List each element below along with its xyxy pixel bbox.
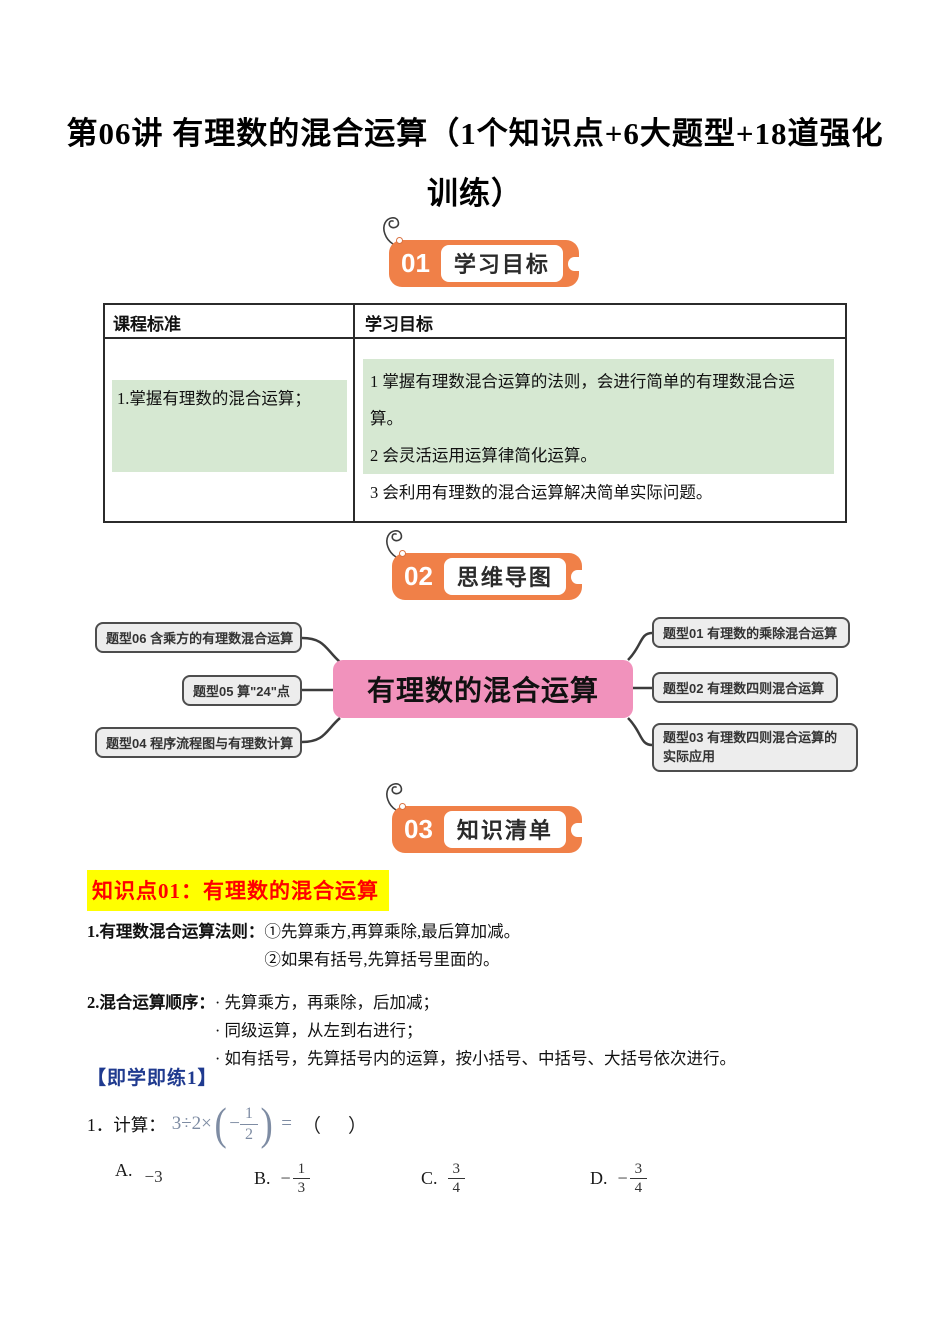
cell-course-standard: 1.掌握有理数的混合运算； bbox=[105, 339, 355, 521]
option-d-letter: D. bbox=[590, 1168, 608, 1188]
pin-dot bbox=[399, 803, 406, 810]
knowledge-point-heading: 知识点01：有理数的混合运算 bbox=[87, 870, 389, 911]
option-d-numerator: 3 bbox=[629, 1160, 648, 1179]
option-d-value: − 3 4 bbox=[618, 1160, 648, 1197]
knowledge-rules: 1.有理数混合运算法则： ①先算乘方,再算乘除,最后算加减。 ②如果有括号,先算… bbox=[87, 918, 887, 1073]
rule2-label: 2.混合运算顺序： bbox=[87, 993, 215, 1012]
rule-mixed-operation-law: 1.有理数混合运算法则： ①先算乘方,再算乘除,最后算加减。 ②如果有括号,先算… bbox=[87, 918, 887, 974]
pin-dot bbox=[396, 237, 403, 244]
rule2-items: · 先算乘方，再乘除，后加减； · 同级运算，从左到右进行； · 如有括号，先算… bbox=[215, 989, 736, 1073]
rule-operation-order: 2.混合运算顺序： · 先算乘方，再乘除，后加减； · 同级运算，从左到右进行；… bbox=[87, 989, 887, 1073]
objectives-table: 课程标准 学习目标 1.掌握有理数的混合运算； 1 掌握有理数混合运算的法则，会… bbox=[103, 303, 847, 523]
course-standard-text: 1.掌握有理数的混合运算； bbox=[112, 380, 347, 472]
option-c: C. 3 4 bbox=[421, 1160, 466, 1197]
mindmap: 题型06 含乘方的有理数混合运算 题型05 算"24"点 题型04 程序流程图与… bbox=[70, 600, 880, 800]
objectives-table-body: 1.掌握有理数的混合运算； 1 掌握有理数混合运算的法则，会进行简单的有理数混合… bbox=[105, 339, 845, 521]
badge-number: 01 bbox=[401, 248, 430, 278]
section-badge-learning-goals: 01 学习目标 bbox=[383, 217, 581, 287]
option-c-fraction: 3 4 bbox=[447, 1160, 466, 1197]
option-a: A. −3 bbox=[115, 1160, 163, 1186]
mindmap-node-topic02: 题型02 有理数四则混合运算 bbox=[652, 672, 838, 703]
page-title-line2: 训练） bbox=[427, 176, 523, 211]
page-title: 第06讲 有理数的混合运算（1个知识点+6大题型+18道强化 训练） bbox=[0, 104, 950, 224]
section-badge-knowledge-list: 03 知识清单 bbox=[386, 783, 584, 853]
mindmap-node-topic06: 题型06 含乘方的有理数混合运算 bbox=[95, 622, 302, 653]
equals-sign: = bbox=[281, 1113, 292, 1134]
badge-notch bbox=[570, 569, 584, 584]
pin-spiral-icon bbox=[386, 783, 403, 811]
option-b-numerator: 1 bbox=[292, 1160, 311, 1179]
learning-goals-list: 1 掌握有理数混合运算的法则，会进行简单的有理数混合运算。 2 会灵活运用运算律… bbox=[363, 359, 834, 502]
option-c-letter: C. bbox=[421, 1168, 438, 1188]
badge-notch bbox=[567, 256, 581, 271]
option-b-value: − 1 3 bbox=[281, 1160, 311, 1197]
option-b-denominator: 3 bbox=[297, 1180, 306, 1196]
badge-number: 03 bbox=[404, 814, 433, 844]
answer-blank: （ ） bbox=[302, 1115, 372, 1137]
rule1-item: ②如果有括号,先算括号里面的。 bbox=[264, 950, 500, 969]
question-expression: 3÷2× ( − 1 2 ) = bbox=[171, 1098, 302, 1150]
mindmap-node-topic03: 题型03 有理数四则混合运算的实际应用 bbox=[652, 723, 858, 772]
mindmap-center-node: 有理数的混合运算 bbox=[333, 660, 633, 718]
badge-label: 思维导图 bbox=[443, 558, 566, 595]
objectives-table-header: 课程标准 学习目标 bbox=[105, 305, 845, 339]
option-a-letter: A. bbox=[115, 1160, 133, 1180]
expression-lead: 3÷2× bbox=[171, 1113, 212, 1134]
mindmap-node-topic05: 题型05 算"24"点 bbox=[182, 675, 302, 706]
rule1-label: 1.有理数混合运算法则： bbox=[87, 922, 265, 941]
rule2-item: · 如有括号，先算括号内的运算，按小括号、中括号、大括号依次进行。 bbox=[214, 1049, 736, 1068]
pin-spiral-icon bbox=[383, 217, 400, 245]
option-a-value: −3 bbox=[144, 1166, 163, 1186]
mindmap-node-topic04: 题型04 程序流程图与有理数计算 bbox=[95, 727, 302, 758]
minus-sign: − bbox=[229, 1113, 240, 1134]
question-1: 1． 计算： 3÷2× ( − 1 2 ) = （ ） bbox=[87, 1096, 371, 1152]
fraction-denominator: 2 bbox=[244, 1125, 253, 1143]
option-c-value: 3 4 bbox=[447, 1160, 466, 1197]
header-course-standard: 课程标准 bbox=[105, 305, 355, 337]
option-c-numerator: 3 bbox=[447, 1160, 466, 1179]
pin-spiral-icon bbox=[386, 530, 403, 558]
practice-heading: 【即学即练1】 bbox=[87, 1068, 218, 1089]
fraction-numerator: 1 bbox=[239, 1104, 258, 1125]
badge-capsule: 03 知识清单 bbox=[392, 803, 584, 853]
option-b-letter: B. bbox=[254, 1168, 271, 1188]
option-c-denominator: 4 bbox=[452, 1180, 461, 1196]
option-d-minus: − bbox=[617, 1168, 628, 1188]
rule1-items: ①先算乘方,再算乘除,最后算加减。 ②如果有括号,先算括号里面的。 bbox=[264, 918, 520, 974]
goal-item: 3 会利用有理数的混合运算解决简单实际问题。 bbox=[370, 483, 713, 502]
left-paren: ( bbox=[214, 1098, 227, 1150]
option-d-fraction: 3 4 bbox=[629, 1160, 648, 1197]
section-badge-mindmap: 02 思维导图 bbox=[386, 530, 584, 600]
mindmap-node-topic01: 题型01 有理数的乘除混合运算 bbox=[652, 617, 850, 648]
badge-capsule: 01 学习目标 bbox=[389, 237, 581, 287]
cell-learning-goals: 1 掌握有理数混合运算的法则，会进行简单的有理数混合运算。 2 会灵活运用运算律… bbox=[355, 339, 845, 521]
option-b: B. − 1 3 bbox=[254, 1160, 311, 1197]
badge-label: 知识清单 bbox=[443, 811, 566, 848]
option-b-fraction: 1 3 bbox=[292, 1160, 311, 1197]
badge-notch bbox=[570, 822, 584, 837]
goal-item: 2 会灵活运用运算律简化运算。 bbox=[370, 446, 597, 465]
question-label: 计算： bbox=[113, 1114, 166, 1135]
rule2-item: · 同级运算，从左到右进行； bbox=[214, 1021, 423, 1040]
badge-capsule: 02 思维导图 bbox=[392, 550, 584, 600]
rule1-item: ①先算乘方,再算乘除,最后算加减。 bbox=[264, 922, 521, 941]
option-d: D. − 3 4 bbox=[590, 1160, 648, 1197]
goal-item: 1 掌握有理数混合运算的法则，会进行简单的有理数混合运算。 bbox=[370, 372, 795, 428]
header-learning-goal: 学习目标 bbox=[365, 315, 433, 334]
right-paren: ) bbox=[260, 1098, 273, 1150]
question-number: 1． bbox=[87, 1114, 114, 1135]
page-title-line1: 第06讲 有理数的混合运算（1个知识点+6大题型+18道强化 bbox=[66, 116, 884, 151]
rule2-item: · 先算乘方，再乘除，后加减； bbox=[214, 993, 439, 1012]
mindmap-connector-lines bbox=[301, 631, 653, 747]
badge-number: 02 bbox=[404, 561, 433, 591]
option-b-minus: − bbox=[280, 1168, 291, 1188]
badge-label: 学习目标 bbox=[440, 245, 563, 282]
fraction-one-half: 1 2 bbox=[239, 1104, 258, 1143]
pin-dot bbox=[399, 550, 406, 557]
option-d-denominator: 4 bbox=[634, 1180, 643, 1196]
